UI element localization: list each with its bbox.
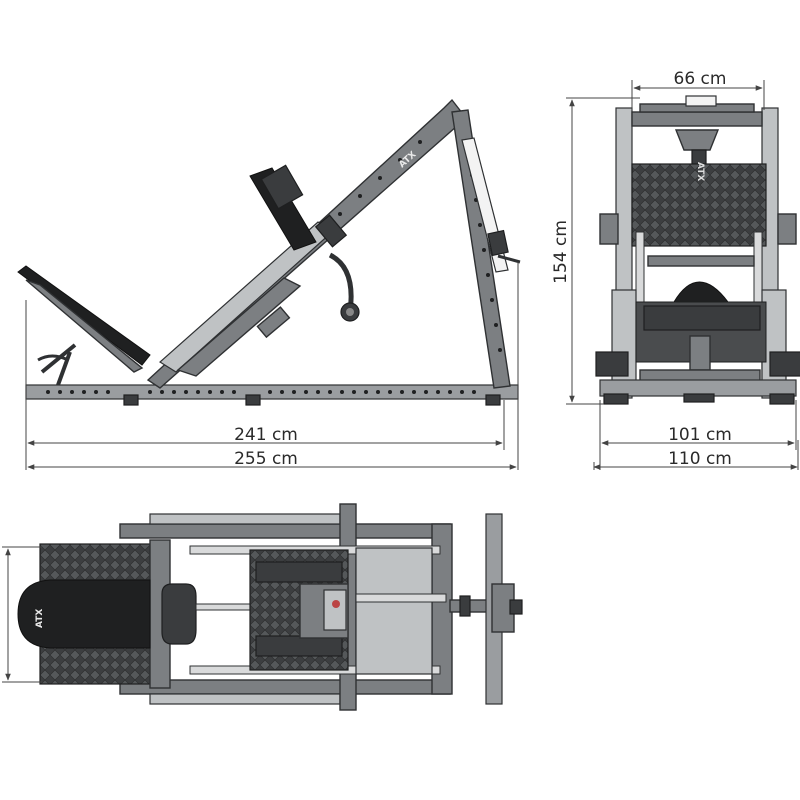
- front-foot-plate: [631, 163, 767, 247]
- dim-label-241: 241 cm: [234, 425, 298, 445]
- backrest-pad: [17, 265, 151, 366]
- dim-label-255: 255 cm: [234, 449, 298, 469]
- front-hip-pad: [673, 281, 730, 303]
- dim-label-110: 110 cm: [668, 449, 732, 469]
- front-logo: ATX: [695, 162, 705, 181]
- dim-label-101: 101 cm: [668, 425, 732, 445]
- top-view: ATX: [17, 503, 523, 711]
- top-dimensions: [2, 546, 42, 683]
- side-view: ATX: [17, 98, 521, 406]
- top-hip-pad: [161, 583, 197, 645]
- front-view: ATX: [595, 95, 800, 405]
- front-dimensions: 66 cm 154 cm 101 cm 110 cm: [551, 69, 799, 470]
- rear-upright: [451, 109, 511, 389]
- top-backrest-pad: [17, 579, 151, 649]
- dim-label-66: 66 cm: [674, 69, 727, 89]
- top-logo: ATX: [35, 609, 45, 628]
- side-dimensions: 241 cm 255 cm: [25, 262, 519, 470]
- dim-label-154: 154 cm: [551, 220, 571, 284]
- base-rail-holes: [46, 390, 476, 394]
